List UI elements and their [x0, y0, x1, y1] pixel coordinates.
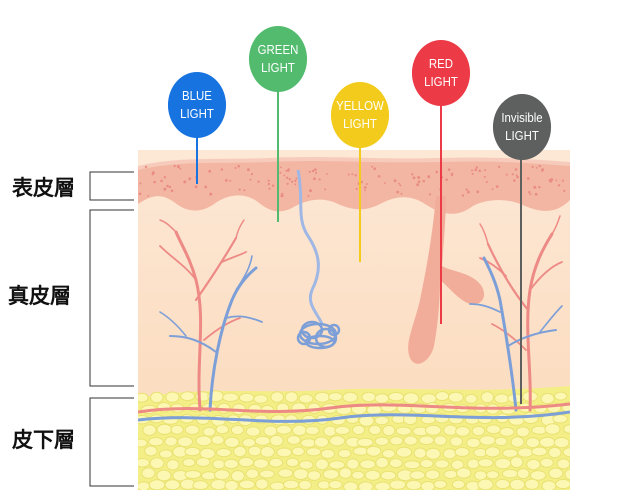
hair-follicle: [408, 196, 485, 364]
red-light-label-line2: LIGHT: [424, 74, 458, 89]
dermis-bracket: [89, 209, 134, 387]
blood-vessels-right: [469, 215, 563, 412]
red-light-label-line1: RED: [428, 56, 454, 71]
blood-vessels-left: [159, 219, 263, 412]
epidermis-dots: [138, 164, 566, 198]
green-light-label-line2: LIGHT: [261, 60, 295, 75]
hypodermis-label: 皮下層: [12, 428, 75, 452]
yellow-light-marker: YELLOW LIGHT: [330, 82, 390, 148]
invisible-light-marker: Invisible LIGHT: [492, 94, 552, 160]
invisible-light-label-line1: Invisible: [501, 110, 543, 125]
hypodermis-bracket: [89, 397, 134, 487]
green-light-label-line1: GREEN: [257, 42, 299, 57]
green-light-marker: GREEN LIGHT: [248, 26, 308, 92]
sweat-duct: [296, 169, 324, 325]
layer-brackets: [89, 171, 134, 487]
blue-light-marker: BLUE LIGHT: [167, 72, 227, 138]
yellow-light-label-line2: LIGHT: [343, 116, 377, 131]
invisible-light-label-line2: LIGHT: [505, 128, 539, 143]
blue-light-label-line2: LIGHT: [180, 106, 214, 121]
epidermis-bracket: [89, 171, 134, 201]
yellow-light-label-line1: YELLOW: [336, 98, 384, 113]
epidermis-label: 表皮層: [12, 176, 75, 200]
sweat-gland-coil: [296, 320, 341, 350]
light-penetration-lines: [196, 88, 522, 404]
artery-horizontal: [138, 402, 570, 414]
dermis-label: 真皮層: [8, 284, 71, 308]
blue-light-label-line1: BLUE: [182, 88, 212, 103]
epidermis-layer: [138, 159, 570, 214]
vein-horizontal: [138, 410, 570, 423]
red-light-marker: RED LIGHT: [411, 40, 471, 106]
